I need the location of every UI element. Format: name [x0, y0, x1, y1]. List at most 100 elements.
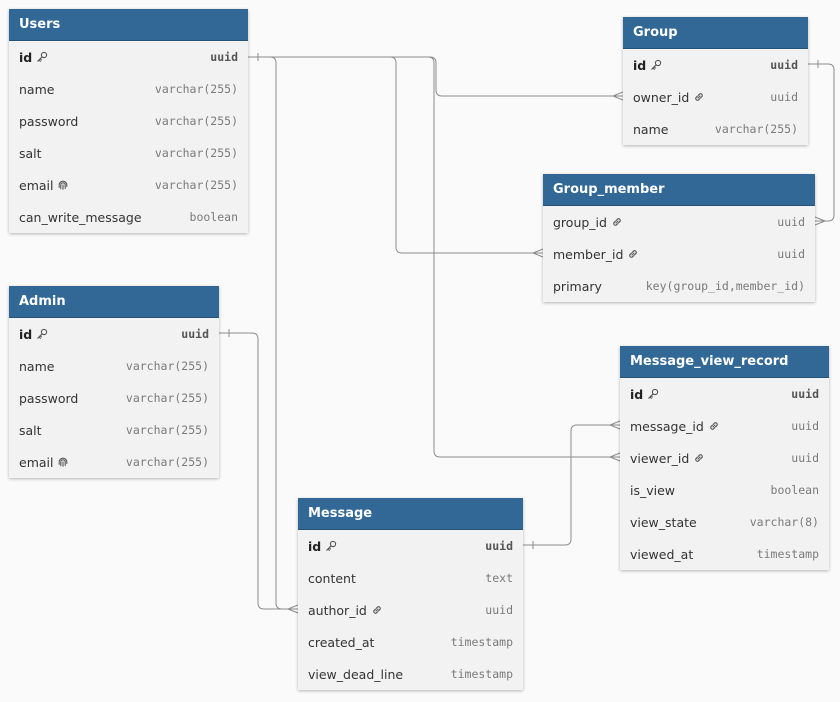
- field-row-owner-id[interactable]: owner_id uuid: [623, 81, 808, 113]
- field-name-container: id: [19, 327, 48, 342]
- field-name: owner_id: [633, 89, 690, 105]
- table-header[interactable]: Message: [298, 498, 523, 530]
- field-name-container: created_at: [308, 635, 374, 650]
- field-type: varchar(255): [154, 146, 238, 160]
- field-name: content: [308, 570, 356, 586]
- field-name: salt: [19, 145, 42, 161]
- field-row-name[interactable]: name varchar(255): [9, 350, 219, 382]
- table-header[interactable]: Group: [623, 17, 808, 49]
- field-name-container: author_id: [308, 603, 383, 618]
- field-name-container: can_write_message: [19, 210, 142, 225]
- field-row-can-write-message[interactable]: can_write_message boolean: [9, 201, 248, 233]
- field-name-container: password: [19, 391, 78, 406]
- table-header[interactable]: Admin: [9, 286, 219, 318]
- field-type: varchar(255): [125, 391, 209, 405]
- field-type: varchar(255): [714, 122, 798, 136]
- field-type: uuid: [485, 539, 513, 553]
- many-cardinality-mark: [612, 91, 624, 101]
- key-icon: [36, 51, 48, 63]
- field-type: uuid: [210, 50, 238, 64]
- field-type: uuid: [181, 327, 209, 341]
- field-row-viewer-id[interactable]: viewer_id uuid: [620, 442, 829, 474]
- field-type: uuid: [791, 451, 819, 465]
- field-type: text: [485, 571, 513, 585]
- field-type: boolean: [770, 483, 819, 497]
- field-row-is-view[interactable]: is_view boolean: [620, 474, 829, 506]
- relation-line: [219, 332, 298, 610]
- field-name-container: id: [308, 539, 337, 554]
- field-name-container: owner_id: [633, 90, 705, 105]
- table-header[interactable]: Users: [9, 9, 248, 41]
- field-name: id: [630, 386, 644, 402]
- table-admin[interactable]: Admin id uuid name varchar(255) password varch…: [9, 286, 219, 478]
- field-row-email[interactable]: email varchar(255): [9, 169, 248, 201]
- field-name-container: member_id: [553, 247, 639, 262]
- field-name: email: [19, 454, 54, 470]
- link-icon: [693, 452, 705, 464]
- field-row-content[interactable]: content text: [298, 562, 523, 594]
- field-name-container: id: [630, 387, 659, 402]
- link-icon: [611, 216, 623, 228]
- field-type: uuid: [777, 215, 805, 229]
- field-name-container: name: [19, 359, 54, 374]
- field-name-container: email: [19, 178, 69, 193]
- field-name: name: [19, 358, 55, 374]
- field-name: viewer_id: [630, 450, 690, 466]
- field-name-container: salt: [19, 146, 42, 161]
- field-type: timestamp: [756, 547, 819, 561]
- field-type: boolean: [189, 210, 238, 224]
- field-name: author_id: [308, 602, 367, 618]
- field-row-primary[interactable]: primary key(group_id,member_id): [543, 270, 815, 302]
- key-icon: [325, 540, 337, 552]
- field-type: timestamp: [450, 635, 513, 649]
- field-row-id[interactable]: id uuid: [298, 530, 523, 562]
- table-header[interactable]: Group_member: [543, 174, 815, 206]
- field-row-password[interactable]: password varchar(255): [9, 382, 219, 414]
- field-row-salt[interactable]: salt varchar(255): [9, 137, 248, 169]
- fingerprint-icon: [57, 179, 69, 191]
- field-name: is_view: [630, 482, 676, 498]
- link-icon: [371, 604, 383, 616]
- field-name: id: [19, 49, 33, 65]
- link-icon: [693, 91, 705, 103]
- field-name: view_state: [630, 514, 697, 530]
- field-type: key(group_id,member_id): [645, 279, 805, 293]
- field-name: id: [19, 326, 33, 342]
- many-cardinality-mark: [532, 248, 544, 258]
- field-row-created-at[interactable]: created_at timestamp: [298, 626, 523, 658]
- relation-line: [248, 56, 543, 254]
- field-type: varchar(255): [154, 82, 238, 96]
- field-row-id[interactable]: id uuid: [9, 318, 219, 350]
- field-name: password: [19, 390, 79, 406]
- field-type: varchar(255): [125, 359, 209, 373]
- field-type: uuid: [770, 90, 798, 104]
- field-name-container: primary: [553, 279, 602, 294]
- field-row-id[interactable]: id uuid: [9, 41, 248, 73]
- field-name-container: password: [19, 114, 78, 129]
- key-icon: [36, 328, 48, 340]
- field-name-container: message_id: [630, 419, 720, 434]
- relation-line: [248, 56, 623, 97]
- field-type: varchar(255): [154, 178, 238, 192]
- table-header[interactable]: Message_view_record: [620, 346, 829, 378]
